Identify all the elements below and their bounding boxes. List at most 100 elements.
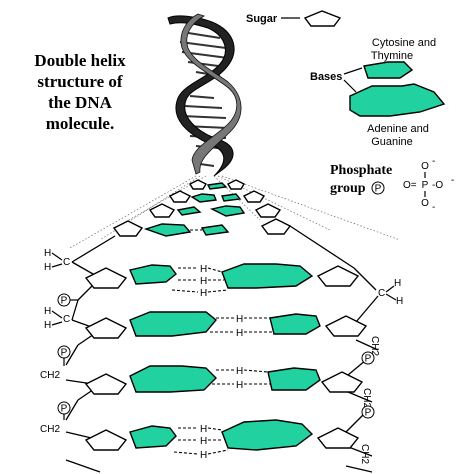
sugar-ring: [189, 179, 207, 190]
formula-o-top: O: [421, 161, 429, 172]
sugar-ring: [316, 427, 360, 449]
base-pair-row-1: H H H: [84, 263, 360, 299]
atom-ch2: CH2: [359, 444, 370, 464]
right-atom-labels: C H H CH2 P CH2 P CH2: [359, 278, 403, 464]
legend-bases-label: Bases: [310, 71, 342, 83]
hydrogen-bond: [243, 369, 269, 373]
atom-h: H: [44, 248, 51, 259]
atom-ch2: CH2: [361, 388, 372, 408]
phosphate-p-3: P: [57, 401, 71, 415]
hydrogen-bond: [173, 451, 199, 455]
legend-purine-label-2: Guanine: [371, 136, 413, 148]
formula-charge-bottom: -: [432, 202, 435, 213]
base-pair-row-4: H H H: [84, 419, 360, 461]
svg-text:P: P: [365, 408, 372, 419]
sugar-ring: [112, 220, 144, 237]
bottom-partial-row: [65, 459, 373, 473]
formula-o-bottom: O: [421, 198, 429, 209]
phosphate-p-right-2: P: [361, 405, 375, 419]
atom-h: H: [44, 320, 51, 331]
sugar-ring: [84, 267, 128, 289]
hydrogen-bond: [207, 449, 229, 455]
hydrogen-bond: [207, 267, 223, 273]
sugar-ring: [227, 179, 245, 190]
title-line-3: the DNA: [48, 93, 112, 112]
purine-base: [221, 419, 314, 451]
sugar-ring: [84, 373, 128, 395]
sugar-ring: [168, 190, 192, 203]
purine-base: [129, 365, 217, 393]
backbone-connectors: [65, 225, 379, 457]
pyrimidine-base: [176, 206, 202, 216]
hbond-h: H: [236, 314, 243, 325]
perspective-rungs: [112, 179, 292, 237]
formula-p: P: [422, 180, 429, 191]
hbond-h: H: [236, 328, 243, 339]
sugar-ring: [254, 203, 282, 218]
legend-pyrimidine-label-1: Cytosine and: [372, 37, 436, 49]
title-line-1: Double helix: [34, 51, 126, 70]
pyrimidine-base: [129, 264, 177, 285]
purine-base: [190, 193, 217, 203]
atom-ch2: CH2: [40, 424, 60, 435]
phosphate-p-1: P: [57, 293, 71, 307]
hbond-h: H: [200, 288, 207, 299]
pyrimidine-base: [206, 182, 228, 190]
phosphate-formula: O - O= P -O - O -: [403, 156, 454, 213]
legend-sugar-label: Sugar: [246, 13, 278, 25]
double-helix-illustration: [167, 13, 242, 177]
legend: Sugar Cytosine and Thymine Bases Adenine…: [246, 10, 454, 213]
helix-strand-2: [180, 13, 242, 175]
pyrimidine-base: [267, 367, 321, 391]
sugar-ring: [84, 317, 128, 339]
sugar-ring: [260, 218, 292, 235]
formula-charge-top: -: [432, 156, 435, 167]
sugar-ring: [242, 190, 266, 203]
svg-text:P: P: [365, 354, 372, 365]
title-line-2: structure of: [37, 72, 122, 91]
sugar-ring: [316, 265, 360, 287]
atom-c: C: [378, 288, 385, 299]
atom-h: H: [396, 296, 403, 307]
hbond-h: H: [200, 276, 207, 287]
svg-text:P: P: [375, 184, 382, 195]
hydrogen-bond: [171, 289, 199, 293]
pyrimidine-base: [269, 313, 321, 335]
atom-h: H: [394, 278, 401, 289]
legend-phosphate-symbol: P: [371, 181, 385, 195]
purine-base: [129, 311, 217, 337]
hydrogen-bond: [207, 427, 223, 431]
legend-pyrimidine-shape: [363, 61, 414, 79]
hbond-h: H: [200, 450, 207, 461]
hydrogen-bond: [207, 289, 229, 293]
legend-phosphate-label-1: Phosphate: [330, 163, 392, 178]
legend-phosphate-label-2: group: [330, 181, 366, 196]
sugar-ring: [320, 371, 364, 393]
phosphate-p-2: P: [57, 345, 71, 359]
left-atom-labels: H H C P H H C P CH2 P CH2: [40, 248, 78, 435]
formula-o-left: O=: [403, 180, 417, 191]
hbond-h: H: [236, 380, 243, 391]
legend-pyrimidine-label-2: Thymine: [371, 50, 413, 62]
phosphate-p-right-1: P: [361, 351, 375, 365]
pyrimidine-base: [129, 425, 177, 449]
purine-base: [143, 223, 192, 237]
atom-c: C: [63, 314, 70, 325]
atom-h: H: [44, 306, 51, 317]
formula-o-right: -O: [432, 180, 443, 191]
diagram-title: Double helix structure of the DNA molecu…: [34, 51, 126, 133]
svg-text:P: P: [61, 296, 68, 307]
legend-purine-shape: [349, 83, 446, 117]
atom-c: C: [63, 257, 70, 268]
sugar-ring: [148, 203, 176, 218]
title-line-4: molecule.: [46, 114, 114, 133]
helix-strand-1: [167, 15, 235, 177]
svg-text:P: P: [61, 348, 68, 359]
sugar-ring: [324, 315, 368, 337]
base-pair-row-3: H H: [84, 365, 364, 395]
purine-base: [209, 205, 246, 217]
atom-ch2: CH2: [369, 336, 380, 356]
hbond-h: H: [200, 264, 207, 275]
